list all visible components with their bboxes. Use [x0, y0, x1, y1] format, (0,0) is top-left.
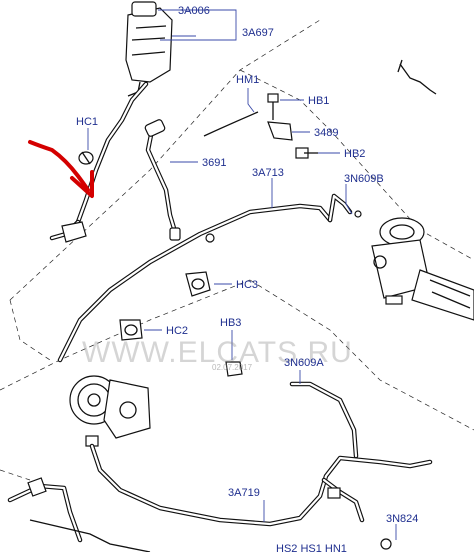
red-arrow	[28, 140, 94, 198]
pressure-line-3a713	[57, 193, 362, 363]
callout-3a713: 3A713	[252, 167, 284, 179]
callout-3a006: 3A006	[178, 5, 210, 17]
tie-strap-hm1	[203, 111, 259, 137]
watermark-date: 02.07.2017	[212, 363, 253, 372]
callout-hc2: HC2	[166, 325, 188, 337]
watermark-text: WWW.ELCATS.RU	[82, 336, 353, 369]
callout-3489: 3489	[314, 127, 338, 139]
leader-lines	[87, 9, 397, 540]
bracket-fasteners	[267, 93, 318, 159]
rack-bracket	[397, 59, 437, 95]
callout-3n824: 3N824	[386, 513, 418, 525]
clamp-hc2	[119, 319, 143, 341]
callout-hb2: HB2	[344, 148, 365, 160]
power-steering-pump	[69, 361, 243, 447]
group-outlines	[0, 19, 474, 481]
callout-3n609a: 3N609A	[284, 357, 324, 369]
callout-hm1: HM1	[236, 74, 259, 86]
callout-hb1: HB1	[308, 95, 329, 107]
return-line-3a719	[89, 381, 433, 527]
reservoir-hose	[49, 81, 149, 243]
hose-3691	[144, 119, 181, 241]
clamp-hc1	[78, 151, 94, 165]
steering-rack	[371, 217, 474, 321]
bottom-fittings	[327, 487, 392, 550]
callout-3a697: 3A697	[242, 27, 274, 39]
callout-3a719: 3A719	[228, 487, 260, 499]
callout-hs2-hs1-hn1: HS2 HS1 HN1	[276, 543, 347, 552]
callout-3691: 3691	[202, 157, 226, 169]
callout-hc3: HC3	[236, 279, 258, 291]
reservoir	[125, 1, 173, 97]
callout-hb3: HB3	[220, 317, 241, 329]
cooler-lines	[7, 477, 151, 552]
clamp-hc3	[185, 271, 211, 297]
callout-3n609b: 3N609B	[344, 173, 384, 185]
callout-hc1: HC1	[76, 116, 98, 128]
